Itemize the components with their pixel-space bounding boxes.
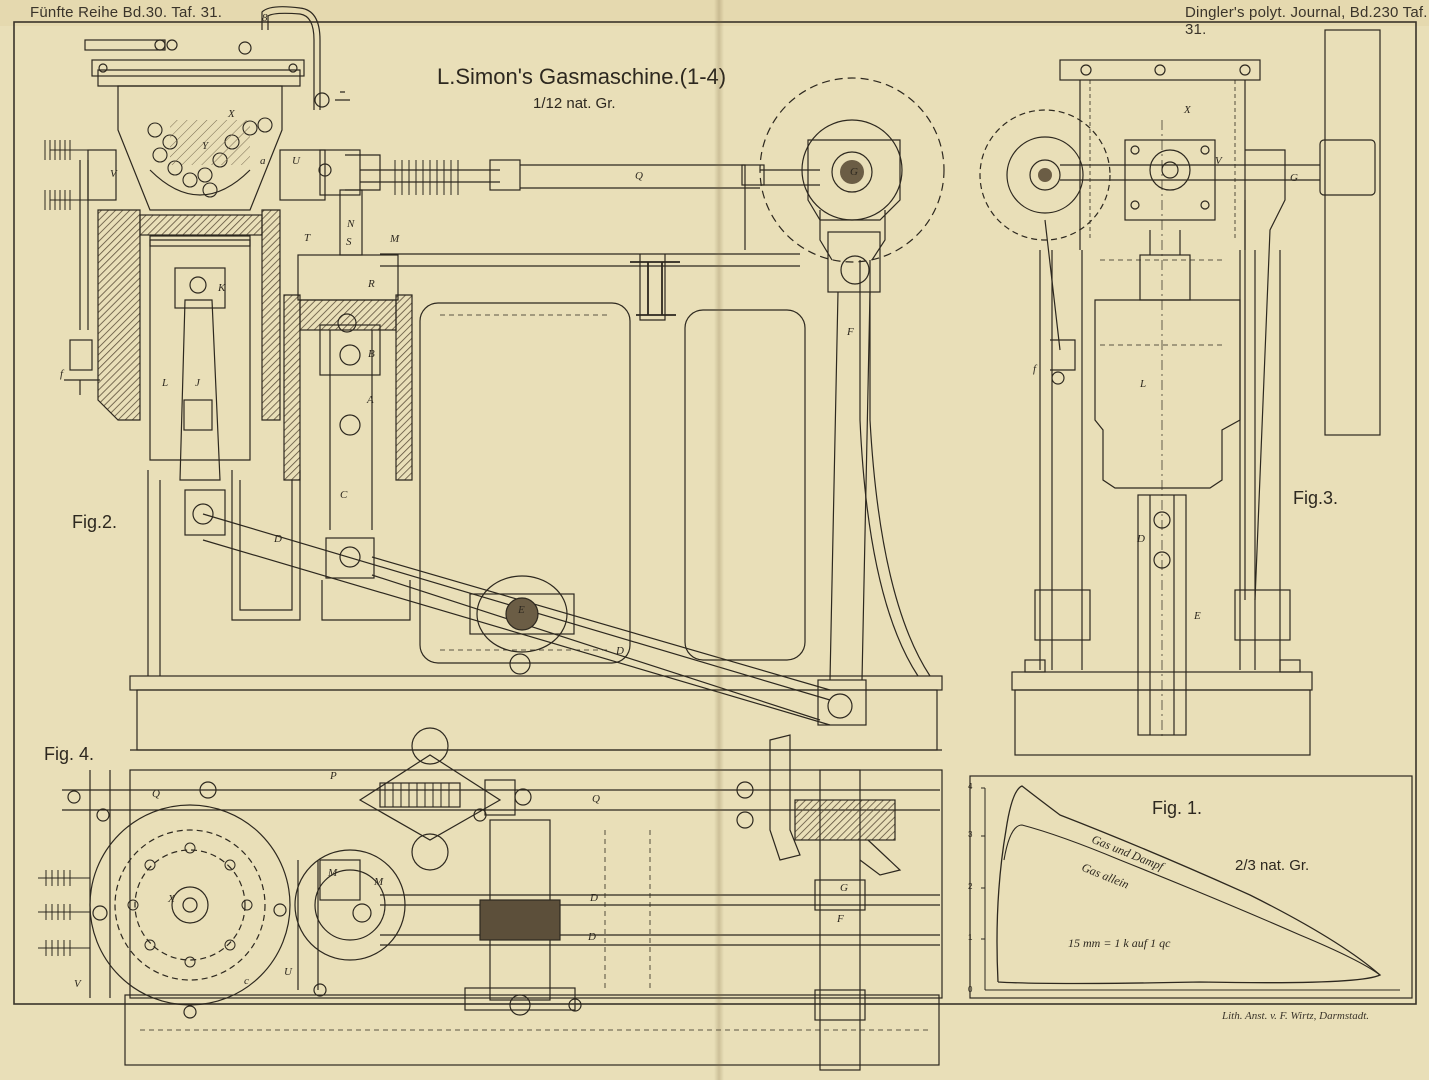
fig2-label-R: R	[368, 278, 375, 290]
fig2-label-J: J	[195, 377, 200, 389]
fig2-label-U: U	[292, 155, 300, 167]
fig2-caption: Fig.2.	[72, 512, 118, 532]
header-right: Dingler's polyt. Journal, Bd.230 Taf. 31…	[1185, 4, 1428, 38]
fig2-label-D2: D	[616, 645, 624, 657]
fig2-label-F: F	[847, 326, 854, 338]
curve-gas-allein	[1003, 824, 1381, 976]
fig3-label-f: f	[1033, 363, 1037, 375]
fig4-label-P: P	[330, 770, 337, 782]
y-tick-3: 3	[968, 830, 973, 839]
fig2-drawing	[44, 6, 945, 751]
curve-gas-und-dampf	[996, 785, 1382, 985]
fig4-label-D1: D	[590, 892, 598, 904]
fig2-label-C: C	[340, 489, 348, 501]
fig2-label-D1: D	[274, 533, 282, 545]
fig4-label-G: G	[840, 882, 848, 894]
main-scale: 1/12 nat. Gr.	[533, 95, 616, 112]
fig2-label-V: V	[110, 168, 117, 180]
fig1-note: 15 mm = 1 k auf 1 qc	[1068, 936, 1171, 950]
fig3-label-V: V	[1215, 155, 1222, 167]
fig2-label-L: L	[162, 377, 169, 389]
fig2-label-a: a	[260, 155, 266, 167]
fig4-label-c: c	[244, 975, 249, 987]
fig1-drawing	[969, 775, 1413, 999]
y-tick-4: 4	[968, 782, 973, 791]
fig4-label-Q2: Q	[592, 793, 600, 805]
fig4-drawing	[38, 727, 943, 1071]
fig2-label-G: G	[850, 166, 858, 178]
plate-border	[13, 21, 1417, 1005]
y-tick-2: 2	[968, 882, 973, 891]
fig4-label-V: V	[74, 978, 81, 990]
page-fold	[714, 0, 724, 1080]
fig2-label-E: E	[518, 604, 525, 616]
fig3-label-E: E	[1194, 610, 1201, 622]
fig4-label-X: X	[168, 893, 175, 905]
fig3-label-L: L	[1140, 378, 1147, 390]
fig4-label-D2: D	[588, 931, 596, 943]
plate-title: L.Simon's Gasmaschine.(1-4)	[437, 64, 727, 89]
fig2-label-8: 8	[262, 12, 268, 24]
fig2-label-Y: Y	[202, 140, 209, 152]
fig3-drawing	[979, 29, 1381, 756]
fig4-label-M1: M	[328, 867, 338, 879]
fig2-label-X: X	[228, 108, 235, 120]
fig2-label-N: N	[347, 218, 355, 230]
y-tick-1: 1	[968, 933, 973, 942]
fig2-label-B: B	[368, 348, 375, 360]
fig2-label-S: S	[346, 236, 352, 248]
fig4-label-Q1: Q	[152, 788, 160, 800]
fig2-label-K: K	[218, 282, 226, 294]
fig4-label-U: U	[284, 966, 292, 978]
fig2-label-M: M	[390, 233, 400, 245]
lithographer-credit: Lith. Anst. v. F. Wirtz, Darmstadt.	[1222, 1010, 1369, 1022]
fig3-caption: Fig.3.	[1293, 488, 1339, 508]
y-tick-0: 0	[968, 985, 973, 994]
fig3-label-D: D	[1137, 533, 1145, 545]
fig3-label-G: G	[1290, 172, 1298, 184]
fig3-label-X: X	[1184, 104, 1191, 116]
header-left: Fünfte Reihe Bd.30. Taf. 31.	[30, 4, 223, 21]
fig1-caption: Fig. 1.	[1152, 798, 1203, 818]
fig1-scale: 2/3 nat. Gr.	[1235, 857, 1310, 874]
fig4-caption: Fig. 4.	[44, 744, 95, 764]
fig4-label-M2: M	[374, 876, 384, 888]
fig4-label-F: F	[837, 913, 844, 925]
fig2-label-f: f	[60, 368, 64, 380]
fig2-label-A: A	[367, 394, 374, 406]
fig2-label-T: T	[304, 232, 311, 244]
fig2-label-Q: Q	[635, 170, 643, 182]
